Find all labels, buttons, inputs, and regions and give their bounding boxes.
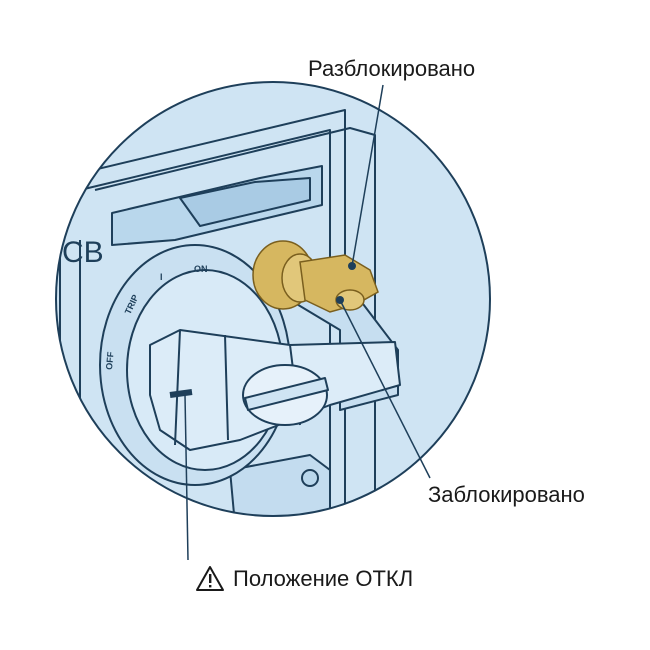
leader-off [184,394,189,561]
label-off-position-text: Положение ОТКЛ [233,565,414,591]
leader-locked [339,299,431,479]
brand-text: CB [62,236,104,269]
label-off-position: Положение ОТКЛ [195,565,413,592]
leader-unlocked [351,84,384,267]
mark-one: I [160,272,163,282]
warning-triangle-icon [196,566,224,591]
mark-off: OFF [104,351,116,370]
label-unlocked: Разблокировано [308,56,476,81]
key-icon [252,240,379,313]
mark-on: ON [194,264,208,274]
label-locked: Заблокировано [428,482,585,507]
